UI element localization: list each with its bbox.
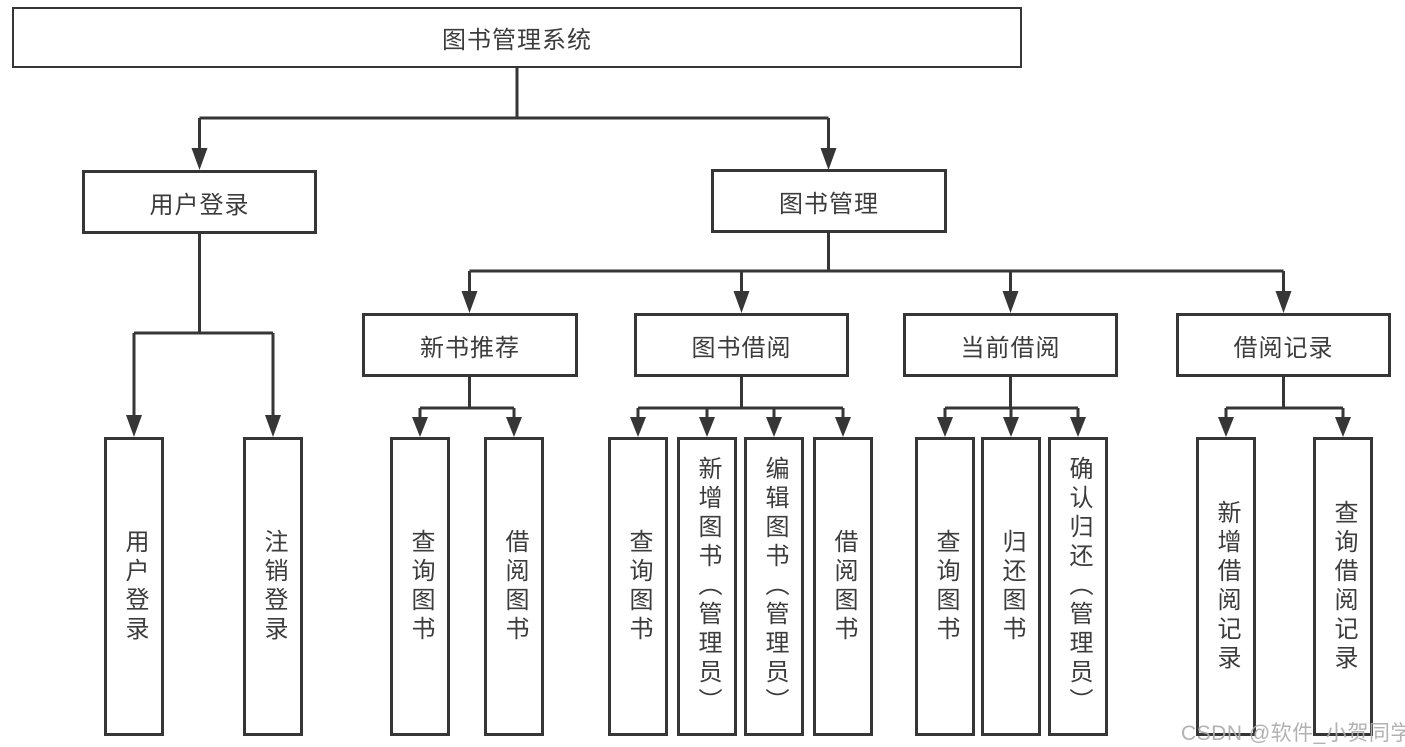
csdn-watermark: CSDN @软件_小贺同学 [1181, 722, 1405, 745]
node-book-management: 图书管理 [711, 169, 947, 233]
leaf-edit-book-admin: 编辑图书（管理员） [744, 437, 804, 736]
node-root-system: 图书管理系统 [12, 7, 1022, 68]
leaf-logout: 注销登录 [243, 437, 303, 736]
leaf-confirm-return-admin: 确认归还（管理员） [1048, 437, 1108, 736]
node-user-login: 用户登录 [82, 170, 317, 234]
leaf-return-book: 归还图书 [981, 437, 1041, 736]
node-borrow-records: 借阅记录 [1176, 313, 1391, 377]
leaf-borrow-books-borrow: 借阅图书 [813, 437, 873, 736]
node-book-borrow: 图书借阅 [634, 313, 849, 377]
leaf-query-books-current: 查询图书 [915, 437, 975, 736]
leaf-user-login: 用户登录 [104, 437, 164, 736]
leaf-borrow-books-recommend: 借阅图书 [484, 437, 544, 736]
leaf-add-borrow-record: 新增借阅记录 [1196, 437, 1256, 736]
leaf-query-borrow-record: 查询借阅记录 [1313, 437, 1373, 736]
leaf-query-books-borrow: 查询图书 [608, 437, 668, 736]
node-new-book-recommend: 新书推荐 [362, 313, 578, 377]
leaf-add-book-admin: 新增图书（管理员） [677, 437, 737, 736]
node-current-borrow: 当前借阅 [903, 313, 1118, 377]
leaf-query-books-recommend: 查询图书 [390, 437, 450, 736]
